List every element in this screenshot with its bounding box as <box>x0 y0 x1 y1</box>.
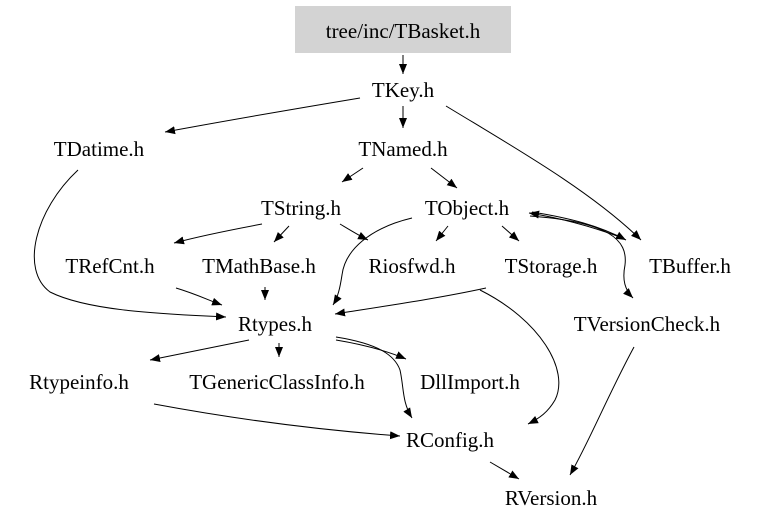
node-dllimport[interactable]: DllImport.h <box>420 370 520 394</box>
node-tversioncheck[interactable]: TVersionCheck.h <box>574 312 721 336</box>
edge-tstring-to-trefcnt <box>173 223 263 245</box>
edge-tstorage-to-rconfig <box>479 289 560 425</box>
edge-tobject-to-rtypes <box>332 217 413 306</box>
edge-rtypes-to-rconfig <box>335 336 413 419</box>
edge-tobject-to-tstorage <box>501 225 520 242</box>
edge-rtypes-to-dllimport <box>335 339 407 360</box>
node-trefcnt[interactable]: TRefCnt.h <box>65 254 155 278</box>
node-tstorage[interactable]: TStorage.h <box>505 254 598 278</box>
node-rtypes[interactable]: Rtypes.h <box>238 312 313 336</box>
edge-tdatime-to-rtypes <box>33 169 227 321</box>
node-rversion[interactable]: RVersion.h <box>505 486 598 510</box>
edge-tnamed-to-tstring <box>341 167 364 183</box>
edge-tnamed-to-tobject <box>430 167 458 189</box>
node-tbasket[interactable]: tree/inc/TBasket.h <box>326 19 481 43</box>
node-riosfwd[interactable]: Riosfwd.h <box>369 254 456 278</box>
edge-tbuffer-to-tobject <box>528 210 621 238</box>
node-tgenericclassinfo[interactable]: TGenericClassInfo.h <box>189 370 365 394</box>
edge-rtypeinfo-to-rconfig <box>153 403 401 440</box>
edge-rtypes-to-rtypeinfo <box>149 339 250 362</box>
node-tbuffer[interactable]: TBuffer.h <box>649 254 731 278</box>
nodes-layer: tree/inc/TBasket.h TKey.h TDatime.h TNam… <box>29 19 731 510</box>
edge-tstring-to-tmathbase <box>273 225 290 243</box>
edge-tkey-to-tdatime <box>164 97 361 135</box>
node-tnamed[interactable]: TNamed.h <box>358 137 448 161</box>
edge-tobject-to-riosfwd <box>435 225 449 242</box>
node-tobject[interactable]: TObject.h <box>425 196 510 220</box>
node-rconfig[interactable]: RConfig.h <box>406 428 495 452</box>
node-tkey[interactable]: TKey.h <box>372 78 435 102</box>
node-tmathbase[interactable]: TMathBase.h <box>202 254 316 278</box>
node-tstring[interactable]: TString.h <box>261 196 341 220</box>
edges-layer <box>33 55 642 480</box>
edge-trefcnt-to-rtypes <box>175 287 223 306</box>
edge-rconfig-to-rversion <box>489 461 520 480</box>
edge-tkey-to-tbuffer <box>445 105 642 241</box>
node-tdatime[interactable]: TDatime.h <box>54 137 145 161</box>
edge-tobject-to-tversioncheck <box>529 215 634 299</box>
node-rtypeinfo[interactable]: Rtypeinfo.h <box>29 370 129 394</box>
edge-tstorage-to-rtypes <box>334 287 487 317</box>
root-node-box <box>295 6 511 53</box>
edge-tstring-to-riosfwd <box>339 223 369 241</box>
edge-tversioncheck-to-rversion <box>569 346 635 476</box>
